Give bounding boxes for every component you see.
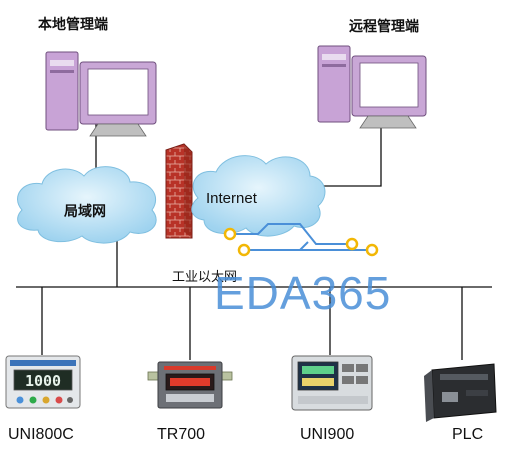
device-label-plc: PLC xyxy=(452,426,484,443)
uni800c-display-value: 1000 xyxy=(25,372,61,390)
device-label-uni900: UNI900 xyxy=(300,426,355,443)
lan-label: 局域网 xyxy=(64,204,106,220)
firewall-icon xyxy=(165,143,193,239)
remote-workstation-icon xyxy=(317,45,427,129)
device-label-uni800c: UNI800C xyxy=(8,426,74,443)
internet-label: Internet xyxy=(206,190,257,207)
device-label-tr700: TR700 xyxy=(157,426,206,443)
uni800c-device-icon: 1000 xyxy=(5,355,81,409)
watermark-logo: EDA365 xyxy=(214,267,392,319)
plc-device-icon xyxy=(424,363,497,422)
tr700-device-icon xyxy=(147,361,233,409)
circuit-decoration xyxy=(223,223,379,257)
local-workstation-icon xyxy=(45,51,157,137)
uni900-device-icon xyxy=(291,355,373,411)
remote-station-label: 远程管理端 xyxy=(349,19,419,35)
local-station-label: 本地管理端 xyxy=(38,17,108,33)
lan-cloud xyxy=(17,166,157,244)
industrial-ethernet-label: 工业以太网 xyxy=(172,270,238,285)
internet-cloud xyxy=(191,155,326,237)
